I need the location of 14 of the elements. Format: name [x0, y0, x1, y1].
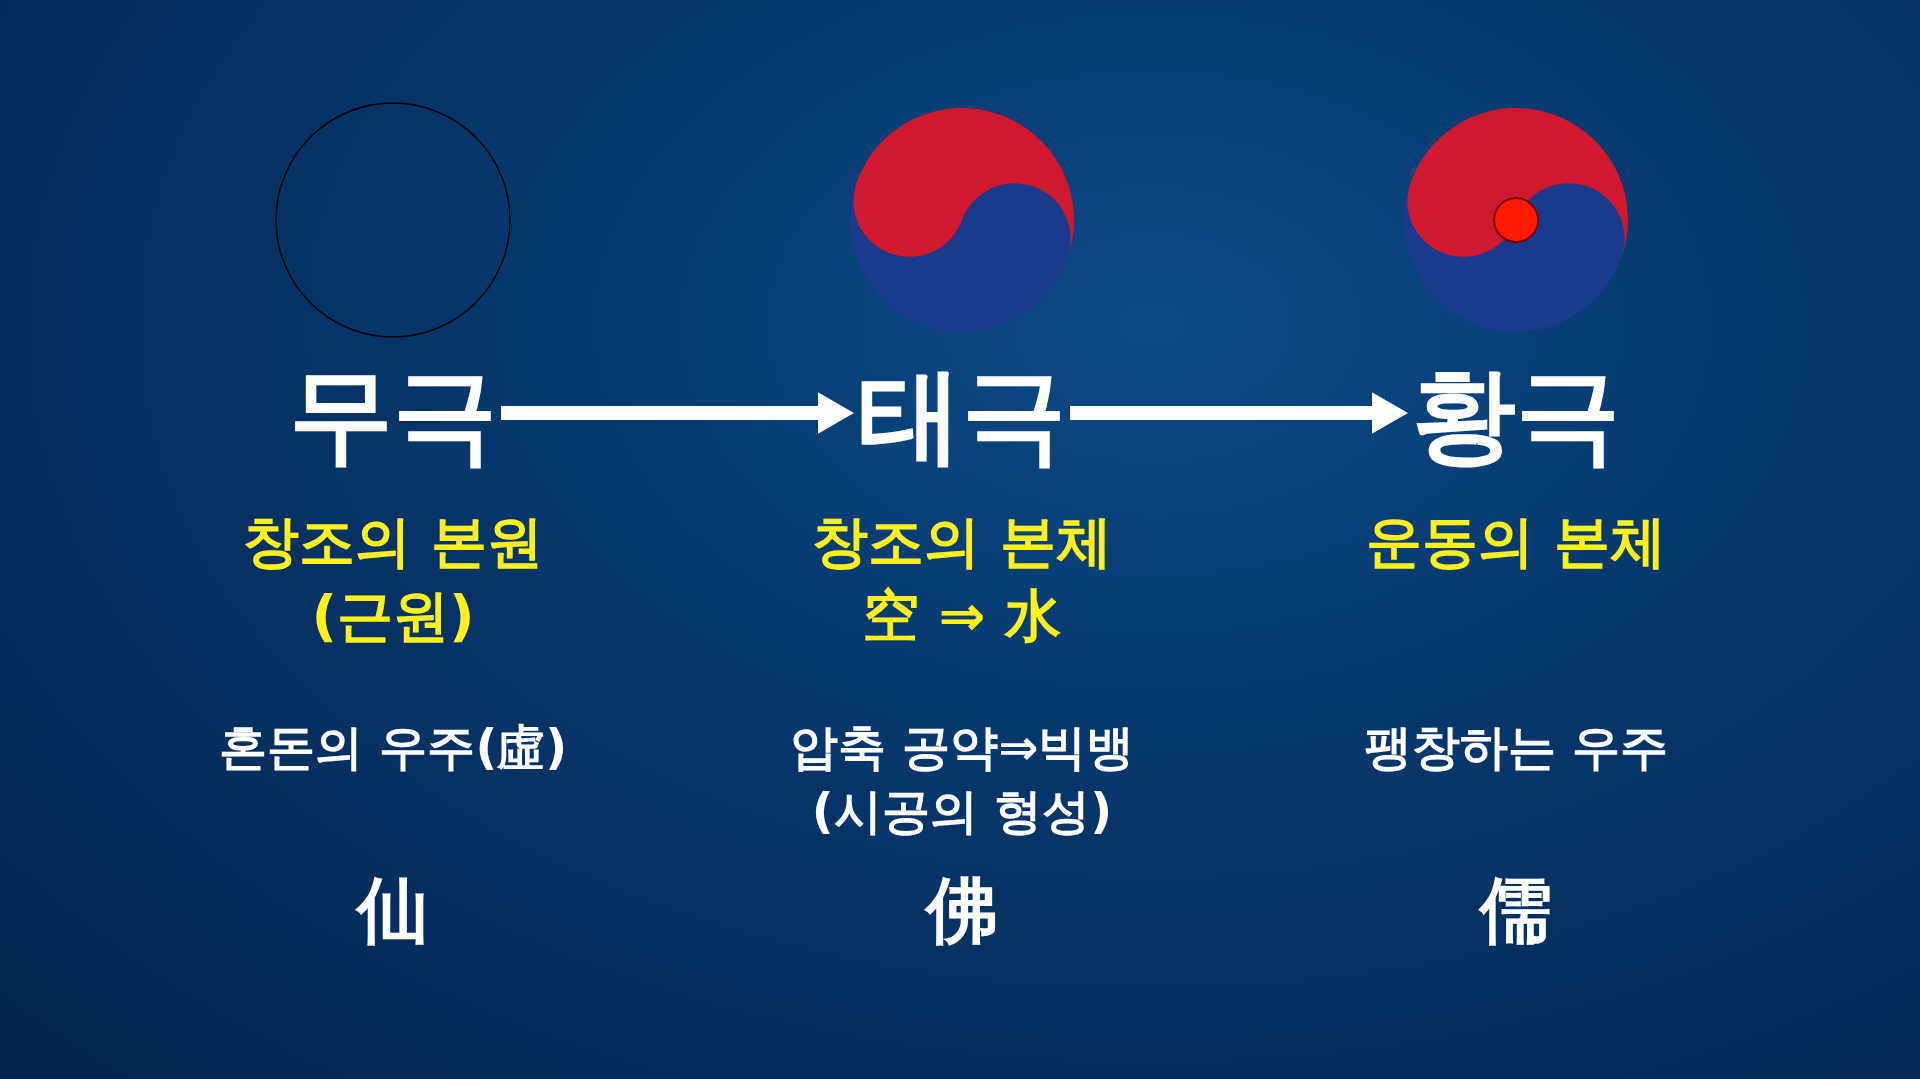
heading-text: 태극	[858, 360, 1066, 470]
heading-text: 황극	[1412, 360, 1620, 470]
description-text: 혼돈의 우주(虛)	[217, 718, 569, 777]
hanja-character: 佛	[923, 870, 999, 950]
description-text: 압축 공약⇒빅뱅 (시공의 형성)	[788, 718, 1136, 841]
heading-text: 무극	[289, 360, 497, 470]
arrow	[501, 392, 854, 434]
subtitle-text: 창조의 본체 空 ⇒ 水	[811, 508, 1113, 650]
subtitle-text: 창조의 본원 (근원)	[242, 508, 544, 650]
arrow	[1070, 392, 1408, 434]
hanja-character: 仙	[354, 870, 430, 950]
hanja-character: 儒	[1477, 870, 1553, 950]
description-text: 팽창하는 우주	[1362, 718, 1670, 777]
subtitle-text: 운동의 본체	[1365, 508, 1667, 576]
